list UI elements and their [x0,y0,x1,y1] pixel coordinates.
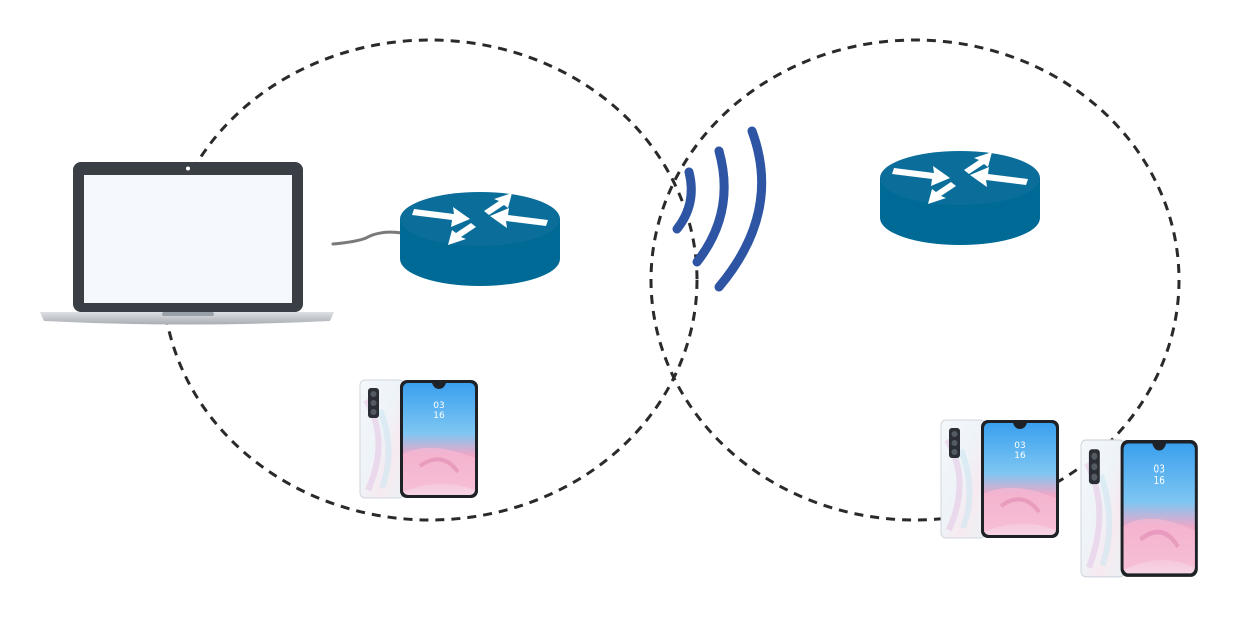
left-router-icon [400,192,560,286]
left-coverage-area [161,38,699,522]
ethernet-cable [331,230,404,246]
right-router-icon [880,151,1040,245]
wifi-signal-icon [672,126,767,292]
laptop-icon [40,162,334,325]
right-coverage-area [649,38,1181,522]
